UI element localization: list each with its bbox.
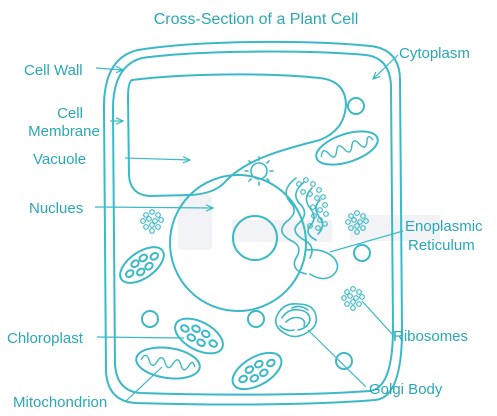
vacuole-pointer: [124, 158, 190, 160]
label-er-line1: Enoplasmic: [405, 218, 483, 235]
label-vacuole: Vacuole: [33, 151, 86, 168]
mitochondrion-top: [315, 130, 379, 166]
label-chloroplast: Chloroplast: [7, 330, 84, 347]
vesicle: [247, 310, 265, 328]
ribosome-cluster-labeled: [341, 286, 365, 311]
cell-wall: [102, 40, 403, 406]
mitochondrion-bottom: [135, 346, 201, 380]
ribosome-cluster-right: [345, 210, 369, 235]
vacuole: [127, 73, 347, 197]
label-nucleus: Nuclues: [29, 200, 83, 217]
label-er-line2: Reticulum: [408, 237, 475, 254]
vesicle: [353, 244, 371, 262]
mitochondrion-pointer: [124, 366, 163, 403]
golgi-body: [274, 302, 318, 338]
vesicle: [141, 310, 159, 328]
er-pointer: [329, 230, 404, 253]
endoplasmic-reticulum: [281, 177, 339, 280]
nucleus-pointer: [94, 207, 213, 208]
diagram-title: Cross-Section of a Plant Cell: [154, 11, 359, 28]
nucleus: [169, 174, 307, 312]
golgi-pointer: [307, 329, 367, 388]
label-cell-wall: Cell Wall: [24, 62, 83, 79]
centrosome-star: [244, 156, 274, 186]
label-cell-membrane-line2: Membrane: [28, 123, 100, 140]
cell-wall-pointer: [95, 68, 123, 70]
chloroplast-left: [119, 246, 165, 284]
ribosome-cluster-left: [140, 209, 164, 234]
er-ribosomes: [296, 177, 329, 231]
cell-membrane: [111, 50, 394, 396]
ribosomes-pointer: [361, 300, 394, 336]
label-ribosomes: Ribosomes: [393, 328, 468, 345]
chloroplast-labeled: [174, 317, 224, 355]
label-cell-membrane-line1: Cell: [57, 105, 83, 122]
label-mitochondrion: Mitochondrion: [13, 394, 107, 411]
vesicle: [347, 97, 365, 115]
chloroplast-bottom: [231, 351, 283, 391]
vesicle: [335, 352, 353, 370]
label-cytoplasm: Cytoplasm: [399, 45, 470, 62]
cytoplasm-pointer: [373, 54, 399, 79]
chloroplast-pointer: [96, 336, 185, 339]
label-golgi-body: Golgi Body: [369, 381, 443, 398]
nucleolus: [232, 215, 278, 261]
